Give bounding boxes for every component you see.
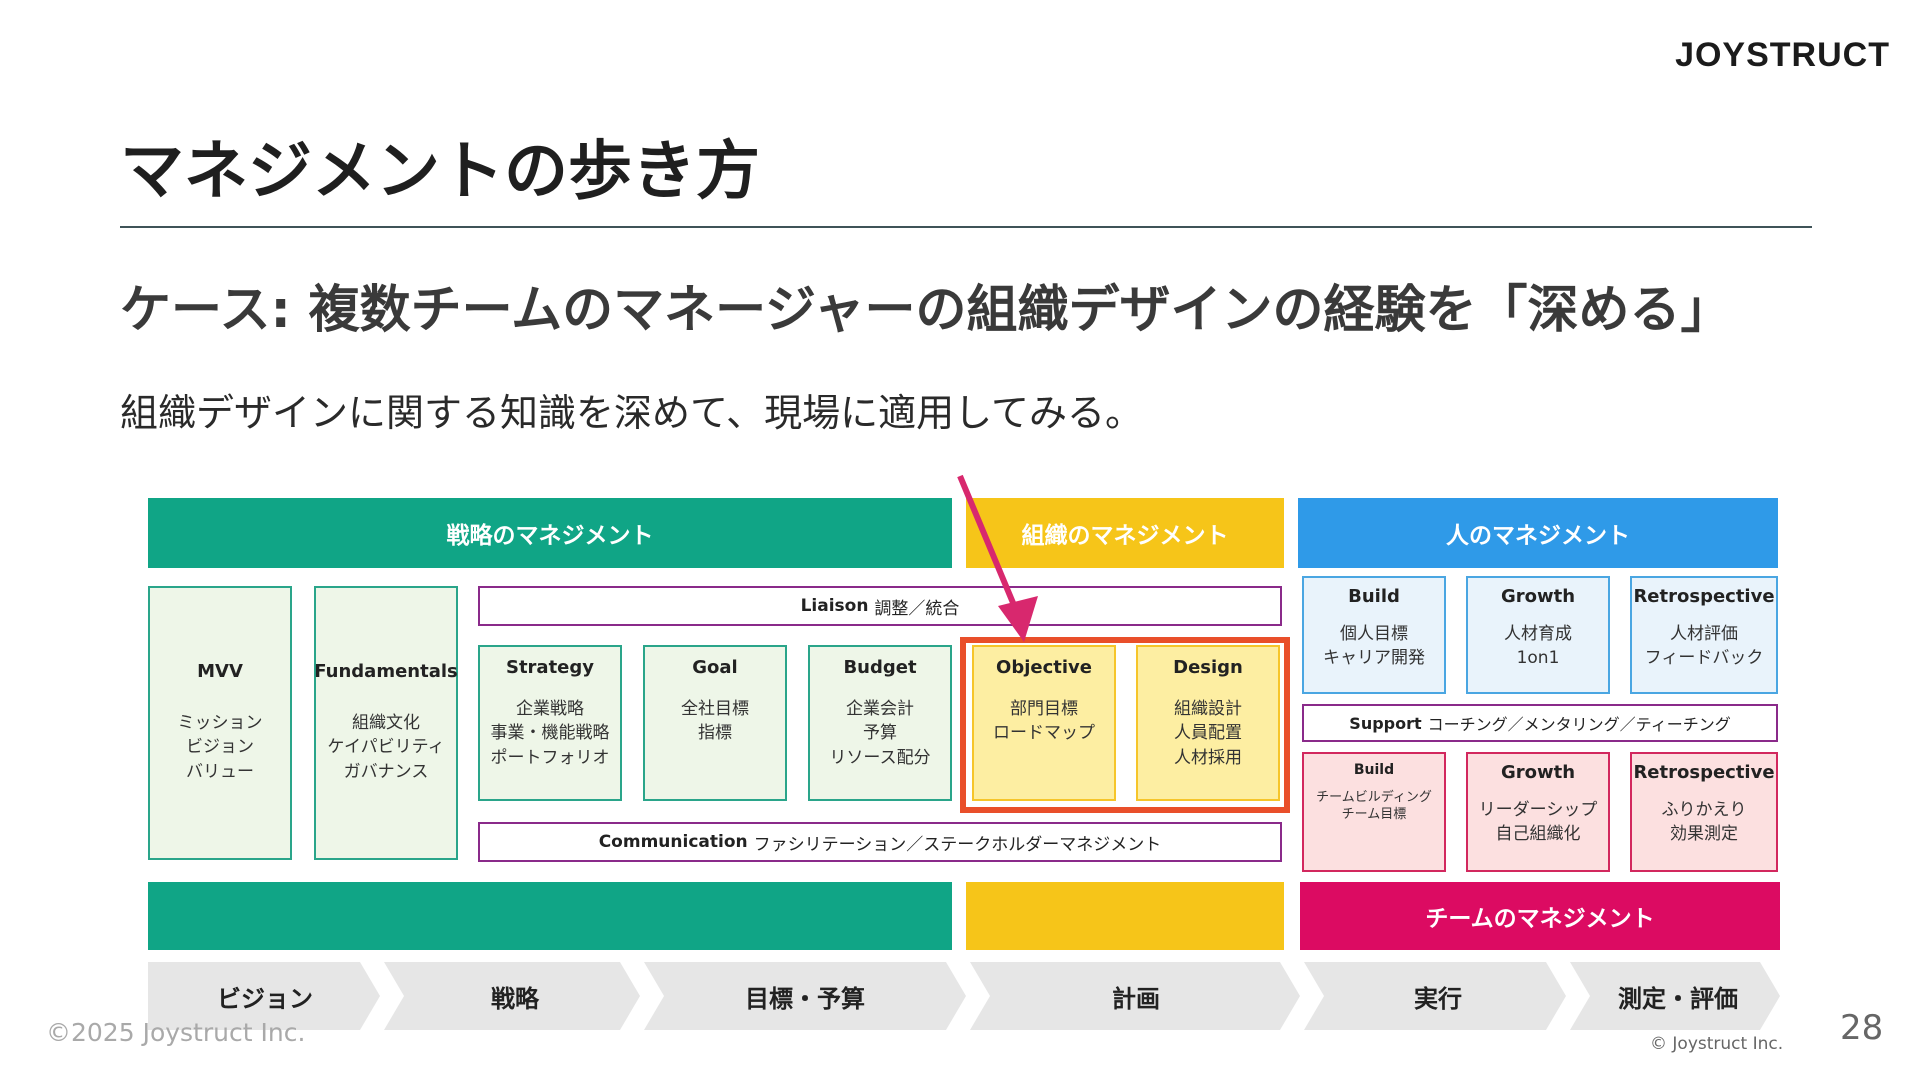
strip-text: ファシリテーション／ステークホルダーマネジメント (753, 834, 1162, 855)
step-strategy: 戦略 (491, 984, 539, 1013)
box-people-growth: Growth 人材育成 1on1 (1466, 576, 1610, 694)
band-organization-bottom (966, 882, 1284, 950)
step-plan: 計画 (1112, 984, 1160, 1013)
box-fundamentals: Fundamentals 組織文化 ケイパビリティ ガバナンス (314, 586, 458, 860)
step-execute: 実行 (1414, 984, 1462, 1013)
box-desc: 部門目標 ロードマップ (993, 698, 1095, 744)
highlight-frame (960, 637, 1290, 813)
box-title: Strategy (505, 657, 595, 678)
box-desc: チームビルディング チーム目標 (1316, 789, 1432, 823)
page-number: 28 (1840, 1008, 1884, 1048)
case-subtitle: ケース: 複数チームのマネージャーの組織デザインの経験を「深める」 (120, 281, 1732, 340)
box-people-retrospective: Retrospective 人材評価 フィードバック (1630, 576, 1778, 694)
box-title: Retrospective (1633, 586, 1775, 607)
title-divider (120, 226, 1812, 228)
box-desc: 全社目標 指標 (681, 698, 749, 744)
strip-text: コーチング／メンタリング／ティーチング (1427, 715, 1731, 734)
band-strategy-management: 戦略のマネジメント (148, 498, 952, 568)
strip-label: Liaison (800, 596, 869, 616)
box-team-retrospective: Retrospective ふりかえり 効果測定 (1630, 752, 1778, 872)
diagram-copyright: © Joystruct Inc. (1650, 1034, 1784, 1054)
box-goal: Goal 全社目標 指標 (643, 645, 787, 801)
step-shape (970, 962, 1300, 1030)
box-desc: ミッション ビジョン バリュー (177, 712, 263, 783)
box-desc: 企業戦略 事業・機能戦略 ポートフォリオ (490, 698, 610, 768)
box-title: Retrospective (1633, 762, 1775, 783)
step-measure-evaluate: 測定・評価 (1618, 984, 1738, 1013)
band-organization-management: 組織のマネジメント (966, 498, 1284, 568)
box-team-build: Build チームビルディング チーム目標 (1302, 752, 1446, 872)
strip-text: 調整／統合 (874, 598, 960, 619)
box-title: Design (1173, 657, 1243, 678)
company-logo: JOYSTRUCT (1675, 36, 1890, 74)
box-desc: 人材評価 フィードバック (1644, 623, 1764, 669)
box-desc: 組織設計 人員配置 人材採用 (1174, 698, 1242, 768)
box-people-build: Build 個人目標 キャリア開発 (1302, 576, 1446, 694)
box-title: Budget (843, 657, 917, 678)
strip-communication: Communication ファシリテーション／ステークホルダーマネジメント (478, 822, 1282, 862)
lead-text: 組織デザインに関する知識を深めて、現場に適用してみる。 (120, 391, 1143, 435)
box-desc: 組織文化 ケイパビリティ ガバナンス (327, 712, 445, 783)
box-title: Build (1353, 762, 1395, 778)
box-budget: Budget 企業会計 予算 リソース配分 (808, 645, 952, 801)
step-shape (1570, 962, 1780, 1030)
band-people-management: 人のマネジメント (1298, 498, 1778, 568)
box-desc: ふりかえり 効果測定 (1661, 799, 1747, 845)
pointer-arrow-icon (957, 474, 1038, 642)
box-title: Objective (996, 657, 1092, 678)
box-design: Design 組織設計 人員配置 人材採用 (1136, 645, 1280, 801)
footer-copyright: ©2025 Joystruct Inc. (46, 1018, 306, 1047)
box-title: Goal (692, 657, 738, 678)
process-steps (148, 962, 1780, 1030)
box-title: Build (1348, 586, 1400, 607)
band-strategy-bottom (148, 882, 952, 950)
box-desc: リーダーシップ 自己組織化 (1478, 799, 1598, 845)
box-desc: 個人目標 キャリア開発 (1323, 623, 1425, 669)
strip-support: Support コーチング／メンタリング／ティーチング (1302, 704, 1778, 742)
box-title: MVV (197, 661, 243, 683)
box-title: Fundamentals (314, 661, 458, 683)
band-team-management: チームのマネジメント (1300, 882, 1780, 950)
page-title: マネジメントの歩き方 (120, 135, 760, 209)
box-mvv: MVV ミッション ビジョン バリュー (148, 586, 292, 860)
box-team-growth: Growth リーダーシップ 自己組織化 (1466, 752, 1610, 872)
box-objective: Objective 部門目標 ロードマップ (972, 645, 1116, 801)
step-shape (384, 962, 640, 1030)
box-desc: 企業会計 予算 リソース配分 (829, 698, 931, 768)
box-desc: 人材育成 1on1 (1504, 623, 1572, 669)
step-shape (644, 962, 966, 1030)
strip-label: Support (1349, 713, 1422, 733)
box-title: Growth (1500, 586, 1576, 607)
step-shape (148, 962, 380, 1030)
step-shape (1304, 962, 1566, 1030)
step-vision: ビジョン (217, 984, 313, 1013)
strip-liaison: Liaison 調整／統合 (478, 586, 1282, 626)
strip-label: Communication (598, 832, 748, 852)
box-title: Growth (1500, 762, 1576, 783)
step-goal-budget: 目標・予算 (745, 984, 865, 1013)
box-strategy: Strategy 企業戦略 事業・機能戦略 ポートフォリオ (478, 645, 622, 801)
